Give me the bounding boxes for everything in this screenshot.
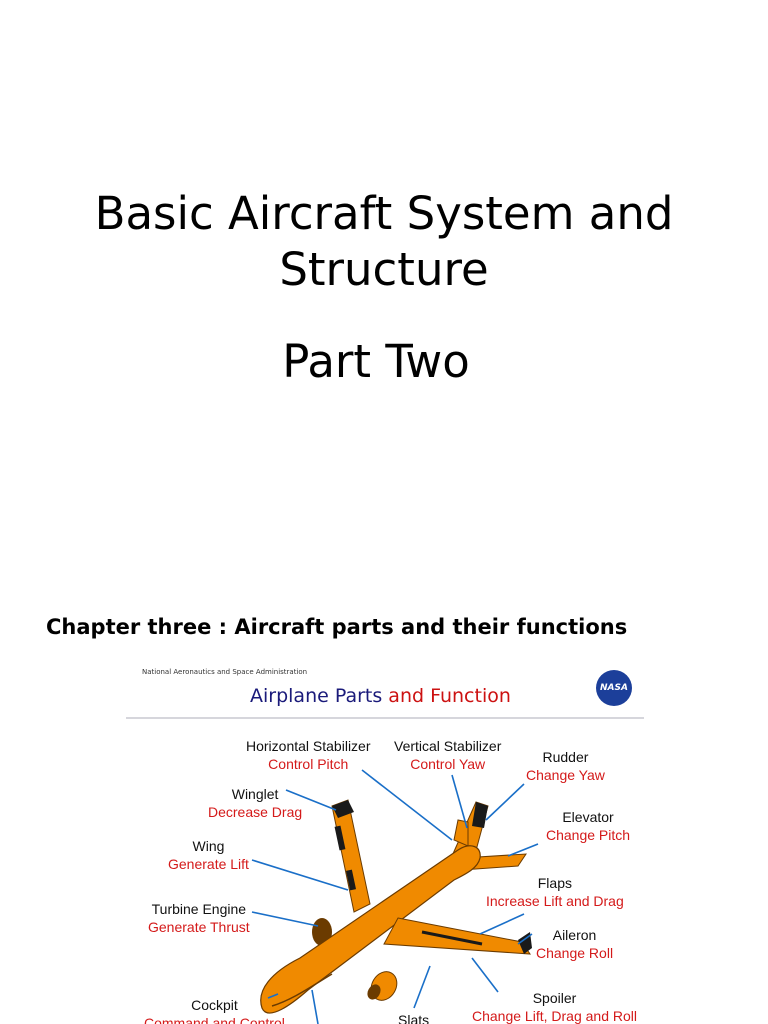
part-name: Spoiler (532, 990, 577, 1006)
part-function: Change Roll (536, 945, 614, 961)
pointer-wing (251, 859, 349, 891)
pointer-horizontal-stabilizer (361, 769, 453, 841)
lower-engine-intake-shape (367, 984, 381, 1000)
part-name: Winglet (231, 786, 279, 802)
figure-title-accent: and Function (388, 685, 511, 707)
upper-wing-shape (331, 799, 371, 913)
fuselage-shape (260, 845, 481, 1014)
pointer-lines (251, 769, 539, 1024)
chapter-heading: Chapter three : Aircraft parts and their… (46, 615, 628, 639)
part-spoiler: Spoiler Change Lift, Drag and Roll (472, 989, 637, 1024)
aileron-shape (518, 932, 532, 954)
winglet-shape (332, 800, 354, 818)
part-elevator: Elevator Change Pitch (546, 808, 630, 844)
part-name: Horizontal Stabilizer (246, 738, 371, 754)
part-function: Change Yaw (526, 767, 605, 783)
lower-wing-shape (383, 917, 531, 955)
lower-wing-flap-shape (421, 930, 483, 946)
slide-title: Basic Aircraft System and Structure (0, 186, 768, 298)
part-function: Change Pitch (546, 827, 631, 843)
part-function: Generate Thrust (148, 919, 250, 935)
slide-title-line-1: Basic Aircraft System and (94, 187, 674, 240)
part-rudder: Rudder Change Yaw (526, 748, 605, 784)
part-name: Rudder (542, 749, 589, 765)
horizontal-stabilizer-shape (453, 819, 469, 847)
part-wing: Wing Generate Lift (168, 837, 249, 873)
pointer-rudder (485, 783, 525, 821)
part-function: Increase Lift and Drag (486, 893, 624, 909)
part-function: Change Lift, Drag and Roll (472, 1008, 637, 1024)
part-flaps: Flaps Increase Lift and Drag (486, 874, 624, 910)
airplane-illustration (126, 717, 644, 1024)
part-function: Control Yaw (410, 756, 486, 772)
part-name: Vertical Stabilizer (394, 738, 502, 754)
pointer-spoiler (471, 957, 499, 993)
pointer-elevator (507, 843, 539, 857)
pointer-turbine-engine (251, 911, 319, 927)
pointer-slats (413, 965, 431, 1009)
part-function: Decrease Drag (208, 804, 303, 820)
agency-caption: National Aeronautics and Space Administr… (142, 668, 308, 676)
upper-wing-flap-shape (334, 825, 346, 851)
part-name: Turbine Engine (151, 901, 247, 917)
part-slats: Slats (398, 1011, 429, 1024)
part-function: Generate Lift (168, 856, 249, 872)
part-vertical-stabilizer: Vertical Stabilizer Control Yaw (394, 737, 501, 773)
pointer-cockpit-lower (311, 989, 319, 1024)
slide-subtitle: Part Two (282, 335, 470, 388)
upper-wing-slat-shape (345, 869, 357, 891)
fuselage-stripe-shape (271, 973, 333, 1007)
figure-title-main: Airplane Parts (250, 685, 389, 707)
figure-title: Airplane Parts and Function (250, 685, 511, 707)
part-name: Flaps (537, 875, 572, 891)
pointer-flaps (479, 913, 525, 935)
part-name: Cockpit (191, 997, 238, 1013)
part-function: Control Pitch (268, 756, 349, 772)
nasa-logo: NASA (596, 670, 632, 706)
pointer-vertical-stabilizer (451, 774, 468, 829)
part-horizontal-stabilizer: Horizontal Stabilizer Control Pitch (246, 737, 371, 773)
pointer-cockpit (267, 993, 279, 999)
part-cockpit: Cockpit Command and Control (144, 996, 285, 1024)
part-name: Slats (398, 1012, 430, 1024)
part-name: Aileron (552, 927, 597, 943)
airplane-parts-figure: National Aeronautics and Space Administr… (122, 660, 652, 1024)
pointer-aileron (517, 933, 533, 945)
part-aileron: Aileron Change Roll (536, 926, 613, 962)
part-function: Command and Control (144, 1015, 285, 1024)
part-name: Elevator (562, 809, 614, 825)
part-turbine-engine: Turbine Engine Generate Thrust (148, 900, 250, 936)
rudder-shape (472, 802, 488, 828)
part-winglet: Winglet Decrease Drag (208, 785, 302, 821)
pointer-winglet (285, 789, 337, 811)
part-name: Wing (192, 838, 225, 854)
slide-title-line-2: Structure (279, 243, 489, 296)
